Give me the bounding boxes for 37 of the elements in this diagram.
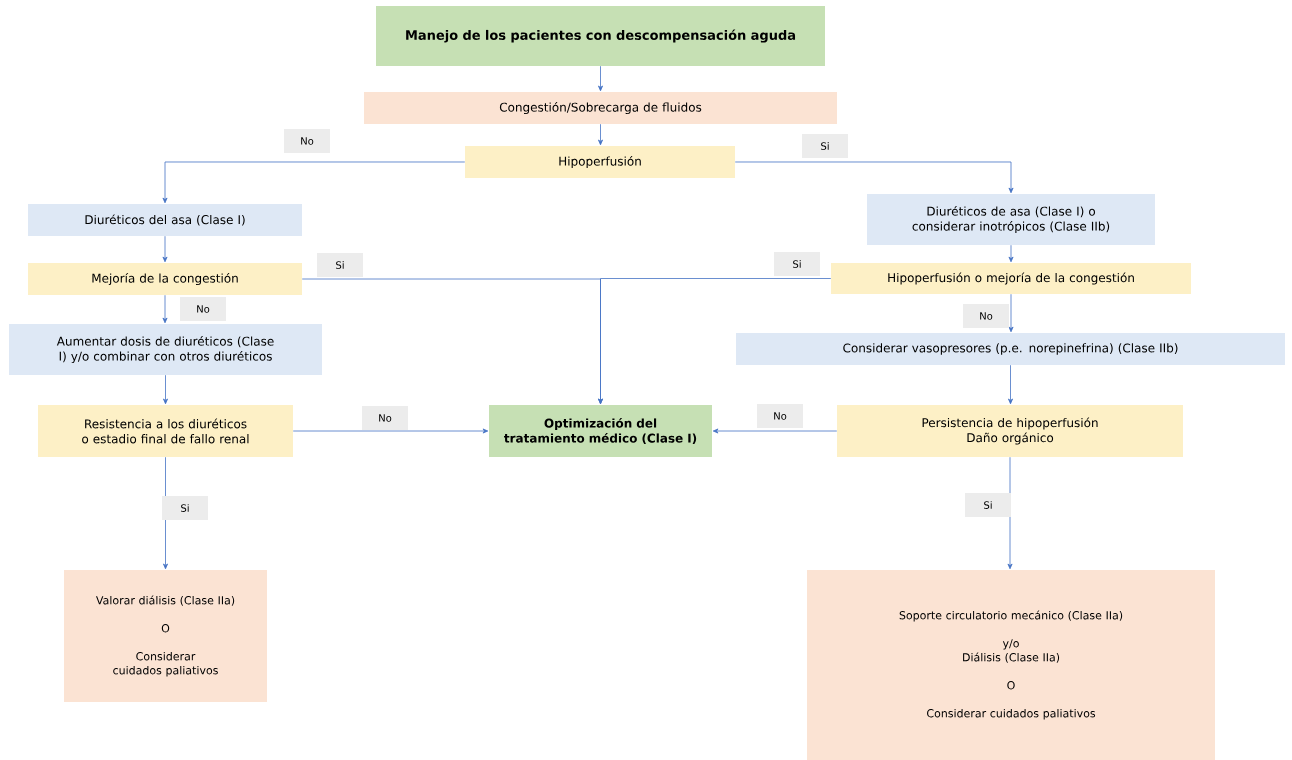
arrow bbox=[1008, 364, 1013, 405]
process-box: Diuréticos del asa (Clase I) bbox=[28, 204, 302, 236]
process-box: Valorar diálisis (Clase IIa) O Considerar cuidados paliativos bbox=[64, 570, 267, 702]
edge-label: No bbox=[180, 297, 226, 321]
process-box: Manejo de los pacientes con descompensación aguda bbox=[376, 6, 825, 66]
process-box: Soporte circulatorio mecánico (Clase IIa) y/o Diálisis (Clase IIa) O Considerar cuidados paliativos bbox=[807, 570, 1215, 760]
arrow bbox=[162, 294, 168, 324]
arrow bbox=[292, 428, 489, 434]
edge-label: No bbox=[963, 304, 1009, 328]
arrow bbox=[162, 161, 466, 204]
edge-label: Si bbox=[965, 493, 1011, 517]
arrow bbox=[162, 235, 168, 263]
arrow bbox=[734, 161, 1014, 194]
process-box: Persistencia de hipoperfusión Daño orgánico bbox=[837, 405, 1183, 457]
edge-label: No bbox=[284, 129, 330, 153]
edge-label: Si bbox=[802, 134, 848, 158]
arrow bbox=[1008, 293, 1014, 333]
process-box: Hipoperfusión o mejoría de la congestión bbox=[831, 263, 1191, 294]
arrow bbox=[598, 278, 832, 405]
process-box: Mejoría de la congestión bbox=[28, 263, 302, 295]
process-box: Congestión/Sobrecarga de fluidos bbox=[364, 92, 837, 124]
arrow bbox=[598, 123, 603, 146]
edge-label: Si bbox=[162, 496, 208, 520]
process-box: Hipoperfusión bbox=[465, 146, 735, 178]
edge-label: Si bbox=[317, 253, 363, 277]
process-box: Considerar vasopresores (p.e. norepinefrina) (Clase IIb) bbox=[736, 333, 1285, 365]
edge-label: No bbox=[757, 404, 803, 428]
process-box: Resistencia a los diuréticos o estadio final de fallo renal bbox=[38, 405, 293, 457]
edge-label: No bbox=[362, 406, 408, 430]
arrow bbox=[598, 65, 603, 92]
arrow bbox=[163, 374, 168, 405]
arrow bbox=[1008, 244, 1014, 263]
edge-label: Si bbox=[774, 252, 820, 276]
arrow bbox=[712, 428, 838, 434]
process-box: Diuréticos de asa (Clase I) o considerar inotrópicos (Clase IIb) bbox=[867, 194, 1155, 245]
process-box: Aumentar dosis de diuréticos (Clase I) y/o combinar con otros diuréticos bbox=[9, 324, 322, 375]
process-box: Optimización del tratamiento médico (Clase I) bbox=[489, 405, 712, 457]
